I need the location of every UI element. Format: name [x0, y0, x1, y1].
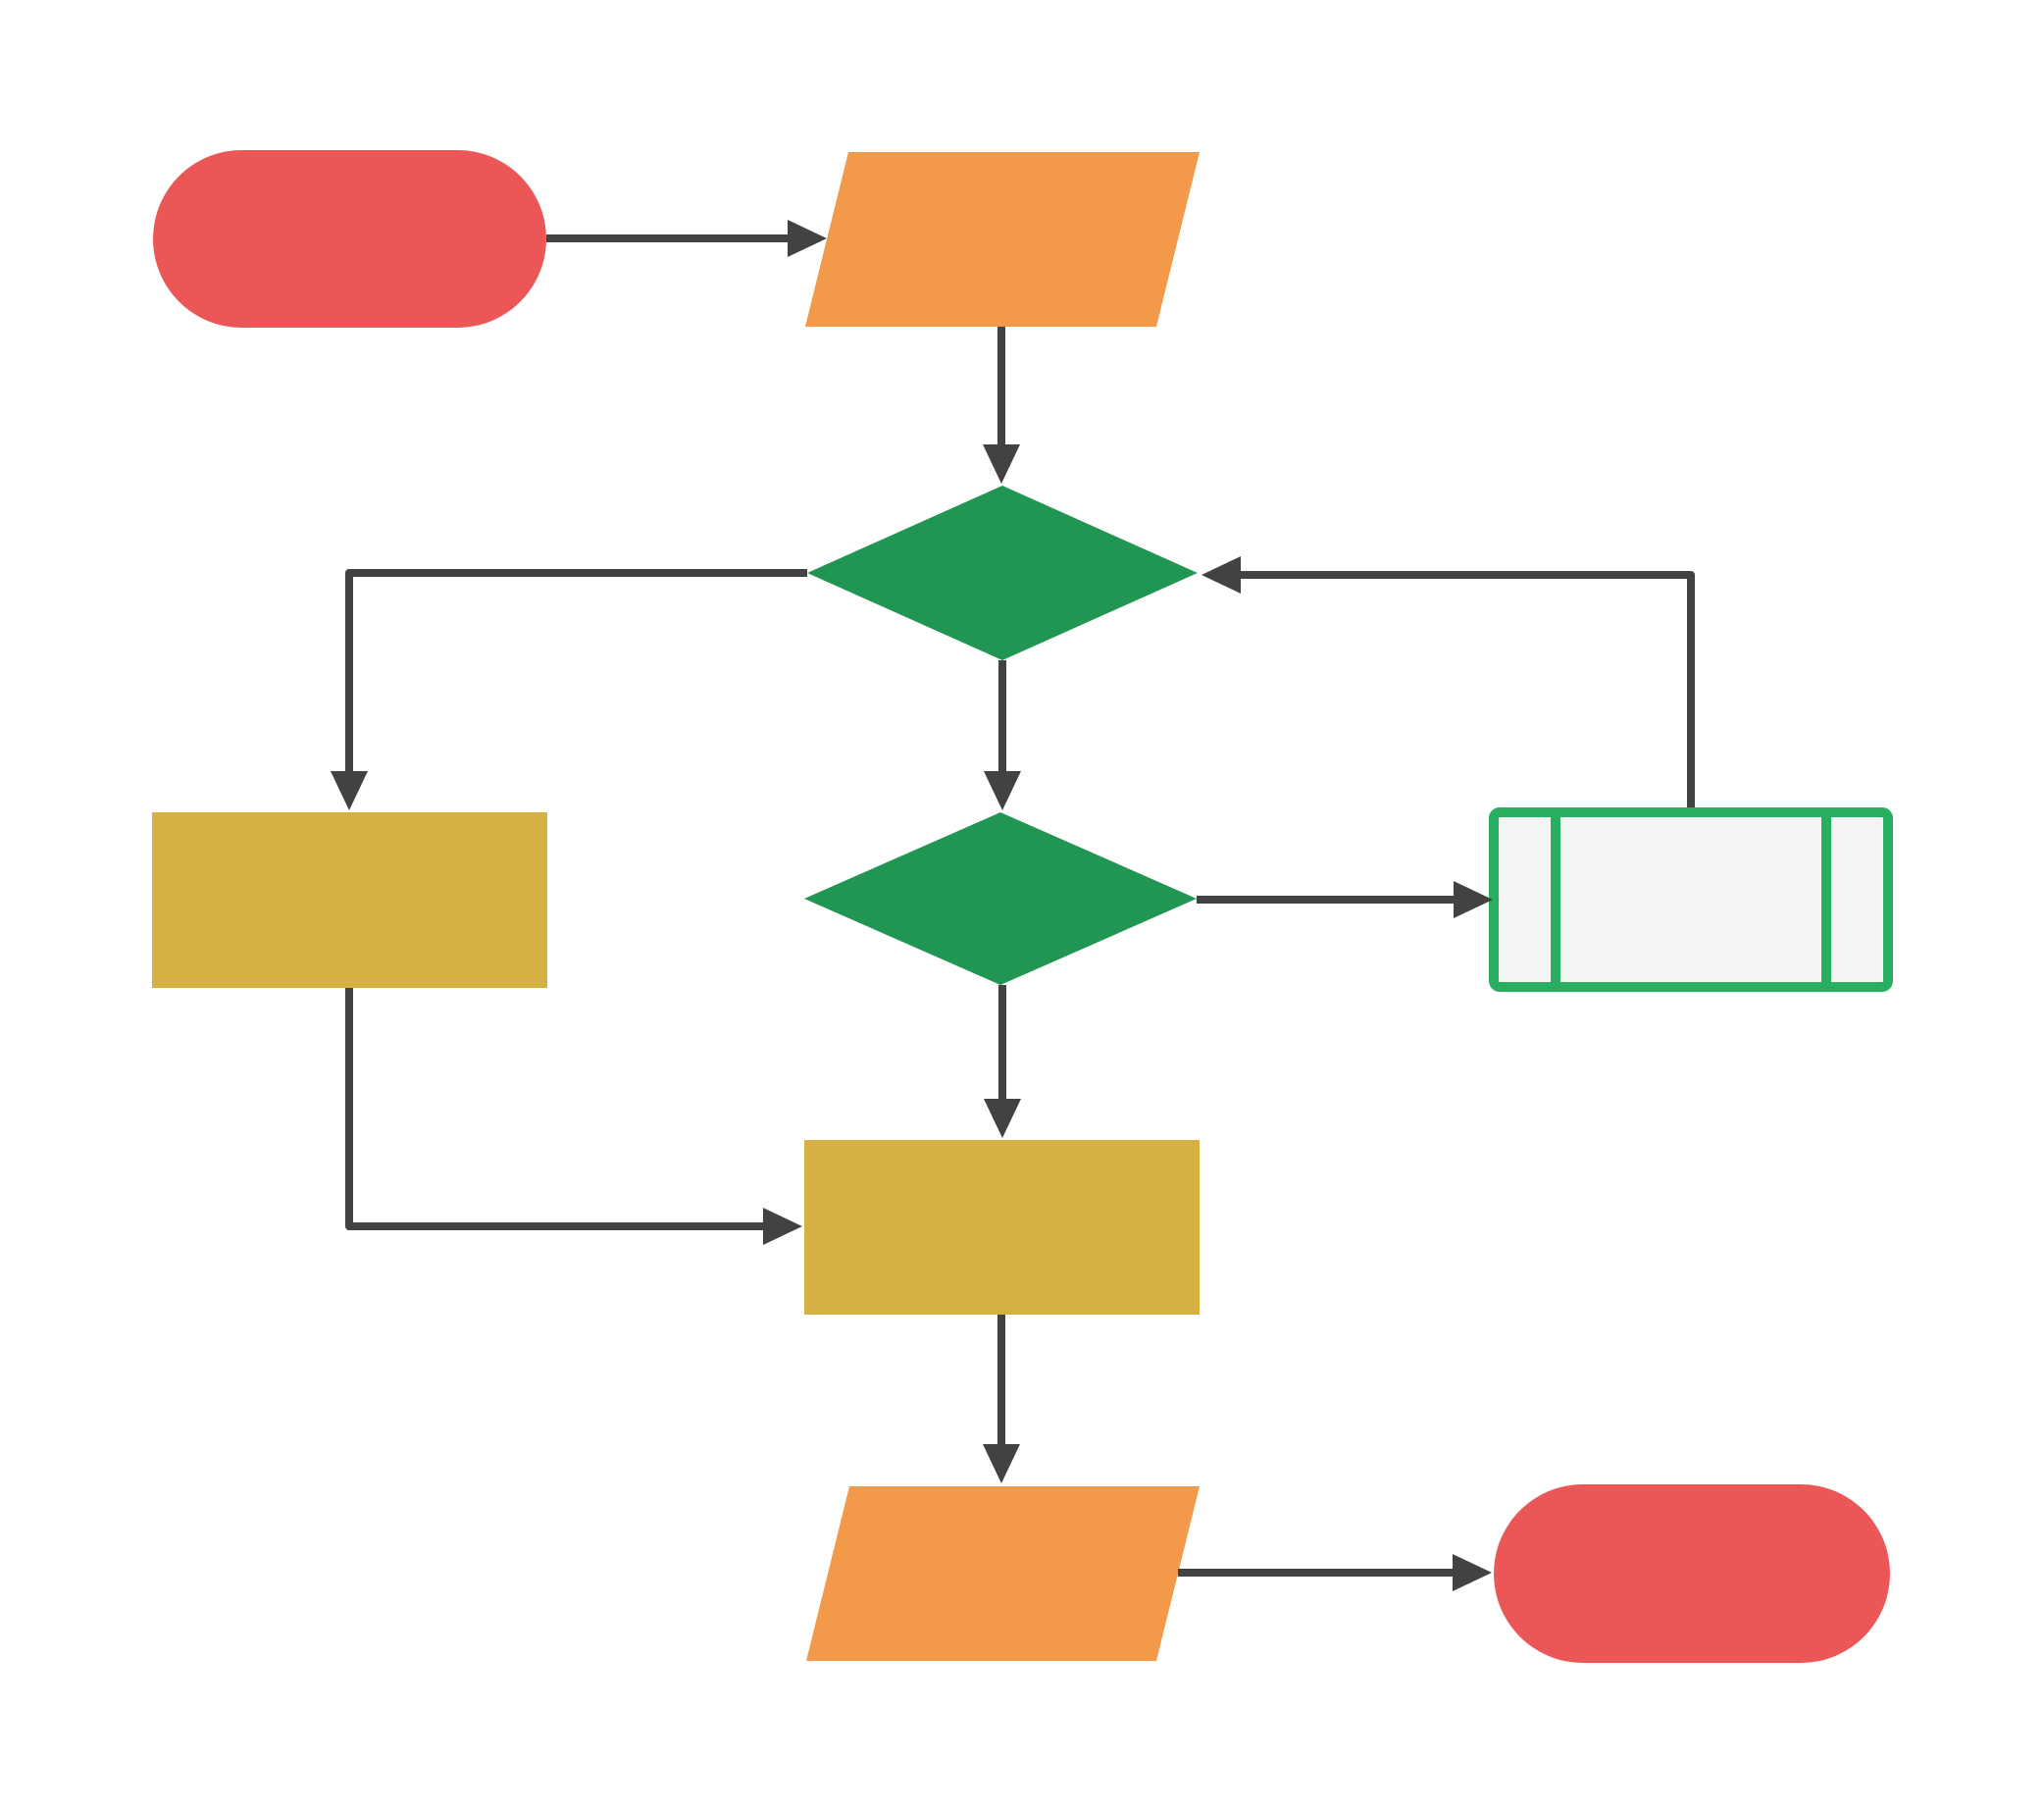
connector-predefined-to-decision1-arrowhead-icon	[1201, 556, 1241, 594]
input-data-parallelogram[interactable]	[805, 152, 1200, 327]
connector-decision1-to-process1-arrowhead-icon	[331, 771, 368, 810]
connector-output-to-end-arrowhead-icon	[1453, 1554, 1492, 1591]
connector-decision2-to-predefined-arrowhead-icon	[1454, 881, 1493, 918]
connector-process1-to-process2-arrowhead-icon	[763, 1208, 802, 1245]
connector-decision1-to-decision2-arrowhead-icon	[984, 771, 1021, 810]
end-terminator-shape[interactable]	[1494, 1484, 1890, 1663]
connector-decision2-to-process2-arrowhead-icon	[984, 1099, 1021, 1138]
connector-decision1-to-process1	[345, 569, 807, 775]
output-data-parallelogram[interactable]	[806, 1486, 1200, 1661]
connector-predefined-to-decision1	[1237, 571, 1695, 807]
predefined-process-shape[interactable]	[1489, 807, 1893, 992]
connector-process2-to-output-arrowhead-icon	[983, 1444, 1020, 1483]
decision-2-diamond[interactable]	[804, 812, 1197, 985]
process-2-rectangle[interactable]	[804, 1140, 1200, 1315]
process-1-rectangle[interactable]	[152, 812, 547, 988]
start-terminator-shape[interactable]	[153, 150, 546, 328]
connector-input-to-decision1-arrowhead-icon	[983, 444, 1020, 484]
decision-1-diamond[interactable]	[807, 486, 1198, 660]
connector-process1-to-process2	[345, 988, 767, 1230]
connector-start-to-input-arrowhead-icon	[788, 220, 827, 257]
